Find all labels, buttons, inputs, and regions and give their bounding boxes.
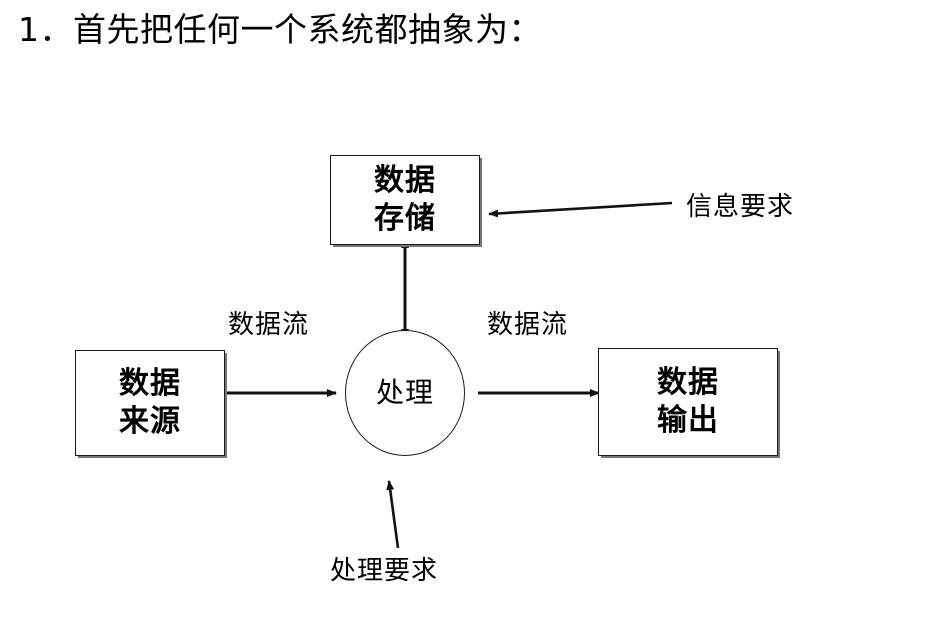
arrow-info-requirement-to-store	[488, 201, 673, 218]
node-data-output-line1: 数据	[657, 365, 719, 400]
node-data-output-line2: 输出	[657, 403, 719, 438]
edge-label-processing-requirement: 处理要求	[330, 556, 439, 586]
arrow-processing-requirement-to-process	[386, 480, 400, 549]
edge-label-information-requirement: 信息要求	[686, 192, 795, 222]
node-data-source[interactable]: 数据 来源	[75, 350, 225, 456]
node-data-store-line1: 数据	[374, 163, 436, 198]
edge-label-data-flow-in: 数据流	[228, 310, 310, 340]
node-data-store[interactable]: 数据 存储	[330, 155, 480, 245]
node-data-output[interactable]: 数据 输出	[598, 348, 778, 456]
node-data-source-line1: 数据	[119, 366, 181, 401]
page-title: 1．首先把任何一个系统都抽象为：	[18, 10, 542, 49]
node-data-source-line2: 来源	[119, 404, 181, 439]
edge-label-data-flow-out: 数据流	[487, 310, 569, 340]
node-process-label: 处理	[375, 376, 434, 409]
node-process[interactable]: 处理	[345, 330, 465, 456]
node-data-store-line2: 存储	[374, 201, 436, 236]
